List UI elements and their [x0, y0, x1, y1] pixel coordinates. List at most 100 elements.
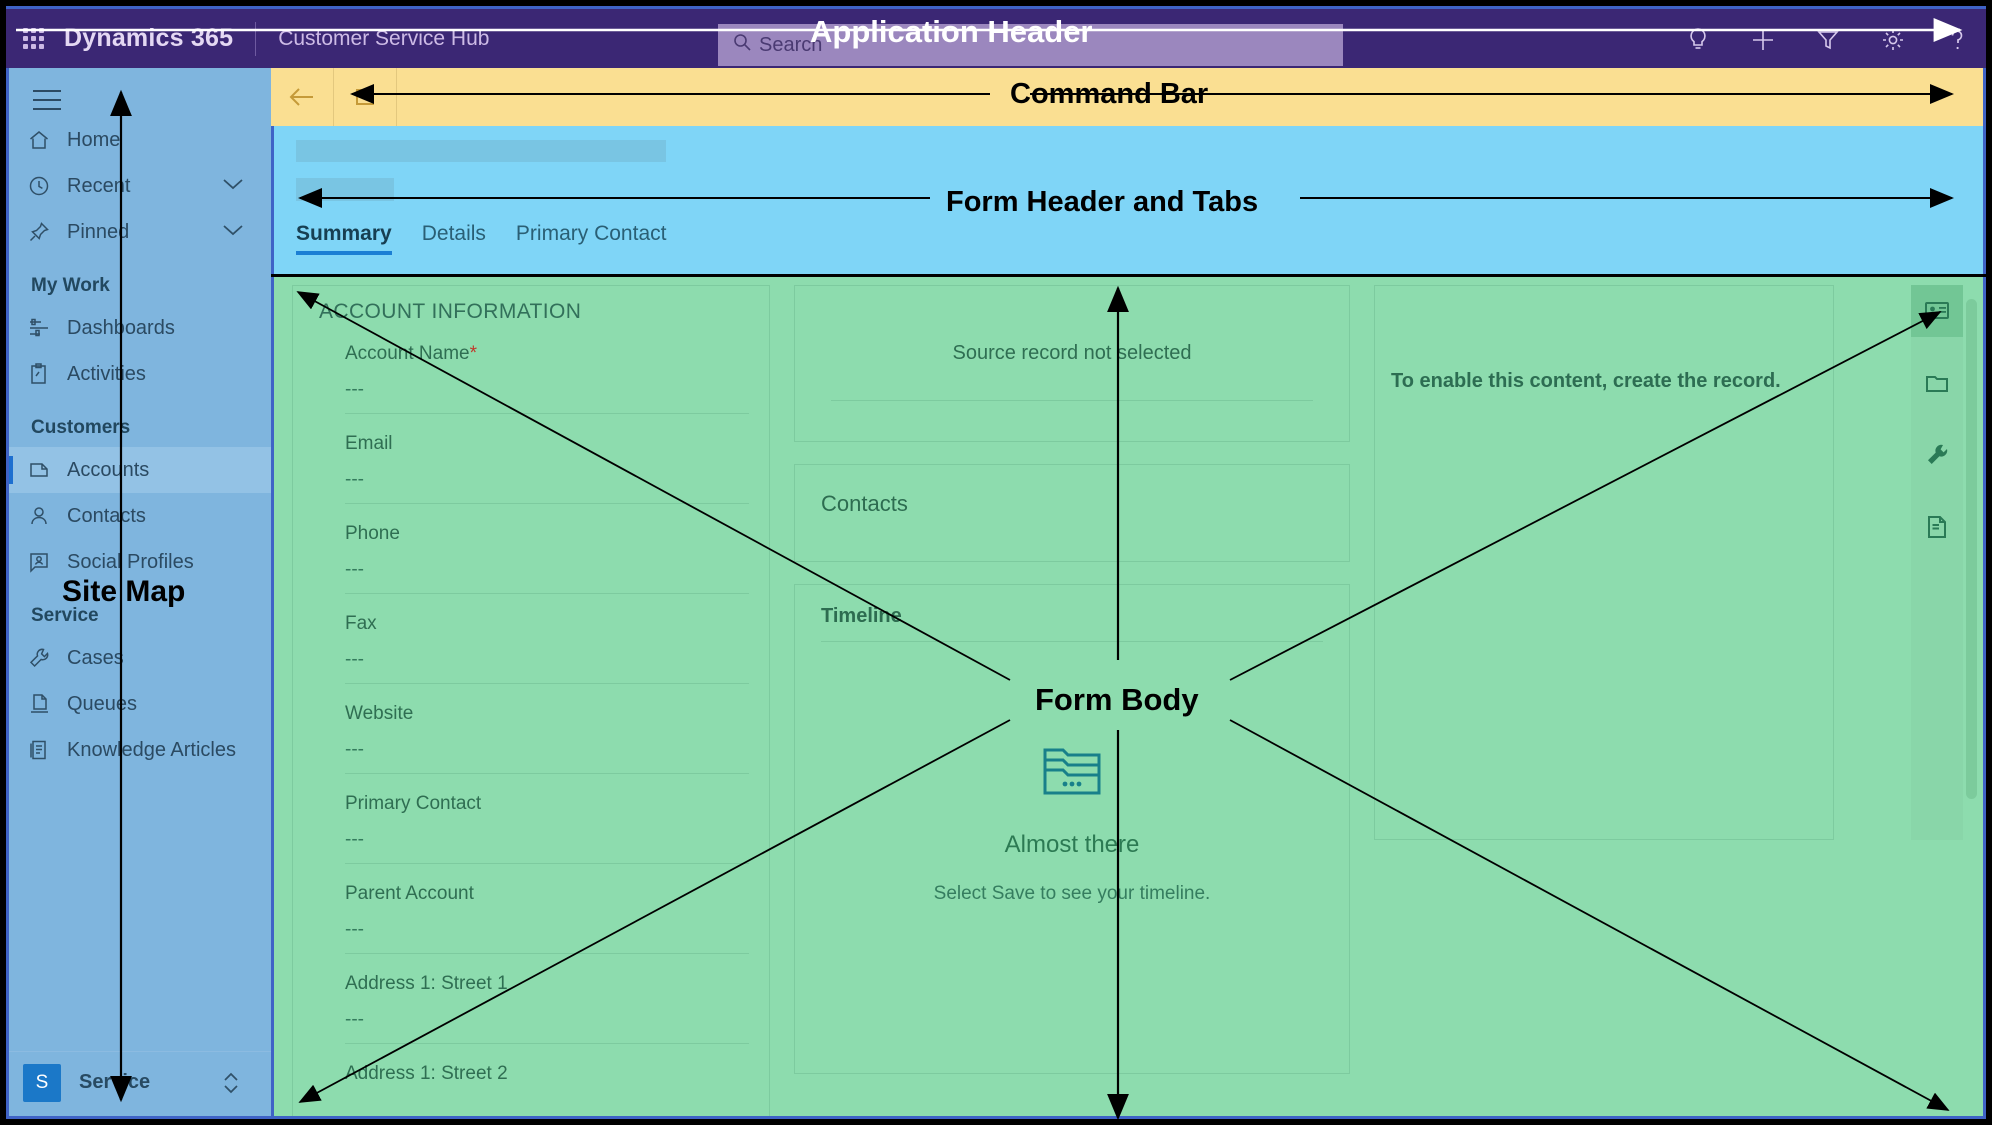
up-down-icon[interactable]: [221, 1070, 241, 1096]
home-icon: [27, 128, 61, 152]
activities-icon: [27, 362, 61, 386]
tab-primary-contact[interactable]: Primary Contact: [515, 222, 667, 245]
record-title-placeholder: [296, 140, 666, 162]
field-value: ---: [345, 739, 364, 760]
pin-icon: [27, 220, 61, 244]
sidebar-item-label: Contacts: [67, 504, 146, 527]
timeline-empty-state: Almost there Select Save to see your tim…: [795, 628, 1349, 905]
document-icon[interactable]: [1911, 501, 1963, 553]
field-address1-street2[interactable]: Address 1: Street 2: [293, 1044, 769, 1085]
source-record-message: Source record not selected: [952, 342, 1192, 364]
help-icon[interactable]: [1946, 27, 1968, 53]
section-title: ACCOUNT INFORMATION: [319, 300, 582, 323]
field-primary-contact[interactable]: Primary Contact ---: [293, 774, 769, 864]
field-phone[interactable]: Phone ---: [293, 504, 769, 594]
form-middle-column: Source record not selected Contacts Time…: [794, 285, 1350, 1096]
sidebar-item-label: Accounts: [67, 458, 150, 481]
field-label: Primary Contact: [345, 793, 482, 814]
contacts-card: Contacts: [794, 464, 1350, 562]
filter-icon[interactable]: [1816, 27, 1840, 53]
command-bar-divider: [333, 68, 334, 126]
lightbulb-icon[interactable]: [1686, 27, 1710, 53]
tab-summary[interactable]: Summary: [296, 222, 392, 255]
sidebar-item-activities[interactable]: Activities: [9, 351, 271, 397]
form-body: ACCOUNT INFORMATION Account Name* --- Em…: [271, 277, 1986, 1119]
plus-icon[interactable]: [1750, 27, 1776, 53]
empty-state-subtitle: Select Save to see your timeline.: [933, 883, 1211, 904]
empty-state-title: Almost there: [1004, 831, 1140, 858]
field-parent-account[interactable]: Parent Account ---: [293, 864, 769, 954]
field-value: ---: [345, 829, 364, 850]
sidebar-item-social-profiles[interactable]: Social Profiles: [9, 539, 271, 585]
sidebar-footer-label: Service: [79, 1071, 151, 1093]
sidebar-item-label: Dashboards: [67, 316, 175, 339]
record-subtitle-placeholder: [296, 178, 394, 201]
field-label: Address 1: Street 1: [345, 973, 508, 994]
sidebar-item-home[interactable]: Home: [9, 117, 271, 163]
clock-icon: [27, 174, 61, 198]
accounts-icon: [27, 458, 61, 482]
sidebar-item-dashboards[interactable]: Dashboards: [9, 305, 271, 351]
search-placeholder: Search: [759, 33, 823, 56]
vertical-scrollbar[interactable]: [1966, 299, 1977, 799]
back-arrow-icon[interactable]: [271, 68, 333, 126]
sidebar-item-label: Social Profiles: [67, 550, 194, 573]
wrench-icon[interactable]: [1911, 429, 1963, 481]
folder-icon[interactable]: [1911, 357, 1963, 409]
related-content-panel: To enable this content, create the recor…: [1374, 285, 1834, 840]
menu-icon[interactable]: [33, 90, 61, 110]
waffle-grid-icon[interactable]: [6, 8, 60, 70]
field-value: ---: [345, 919, 364, 940]
search-input[interactable]: Search: [718, 24, 1343, 66]
sidebar-app-switcher[interactable]: S Service: [9, 1051, 271, 1113]
sidebar-group-service: Service: [31, 605, 99, 626]
form-header-and-tabs: Summary Details Primary Contact: [271, 126, 1986, 274]
site-map-sidebar: Home Recent Pinned My Wo: [6, 68, 271, 1119]
contact-card-icon[interactable]: [1911, 285, 1963, 337]
sidebar-item-label: Knowledge Articles: [67, 738, 236, 761]
sidebar-item-pinned[interactable]: Pinned: [9, 209, 271, 255]
social-profile-icon: [27, 550, 61, 574]
field-address1-street1[interactable]: Address 1: Street 1 ---: [293, 954, 769, 1044]
form-icon-rail: [1911, 285, 1963, 840]
sidebar-item-label: Recent: [67, 174, 131, 197]
field-website[interactable]: Website ---: [293, 684, 769, 774]
dashboard-icon: [27, 316, 61, 340]
sidebar-group-customers: Customers: [31, 417, 131, 438]
field-label: Website: [345, 703, 414, 724]
field-label: Email: [345, 433, 393, 454]
folder-ellipsis-icon: [1041, 740, 1103, 803]
field-value: ---: [345, 559, 364, 580]
sidebar-item-knowledge-articles[interactable]: Knowledge Articles: [9, 727, 271, 773]
sidebar-item-cases[interactable]: Cases: [9, 635, 271, 681]
command-bar-divider: [396, 68, 397, 126]
application-header: Dynamics 365 Customer Service Hub Search: [6, 6, 1986, 68]
wrench-icon: [27, 646, 61, 670]
contacts-card-title: Contacts: [821, 491, 908, 516]
sidebar-item-accounts[interactable]: Accounts: [9, 447, 271, 493]
command-bar: [271, 68, 1986, 126]
app-name-label: Customer Service Hub: [278, 26, 490, 50]
save-icon[interactable]: [334, 68, 396, 126]
sidebar-group-my-work: My Work: [31, 275, 110, 296]
field-account-name[interactable]: Account Name* ---: [293, 324, 769, 414]
chevron-down-icon[interactable]: [221, 221, 245, 243]
field-email[interactable]: Email ---: [293, 414, 769, 504]
sidebar-item-queues[interactable]: Queues: [9, 681, 271, 727]
source-record-card: Source record not selected: [794, 285, 1350, 442]
related-content-message: To enable this content, create the recor…: [1391, 370, 1781, 392]
field-fax[interactable]: Fax ---: [293, 594, 769, 684]
account-information-section: ACCOUNT INFORMATION Account Name* --- Em…: [292, 285, 770, 1116]
sidebar-item-label: Home: [67, 128, 121, 151]
chevron-down-icon[interactable]: [221, 175, 245, 197]
tab-details[interactable]: Details: [421, 222, 486, 245]
field-label: Phone: [345, 523, 400, 544]
contact-icon: [27, 504, 61, 528]
gear-icon[interactable]: [1880, 27, 1906, 53]
brand-title: Dynamics 365: [64, 24, 234, 52]
avatar: S: [23, 1063, 61, 1102]
sidebar-item-recent[interactable]: Recent: [9, 163, 271, 209]
field-value: ---: [345, 649, 364, 670]
sidebar-item-contacts[interactable]: Contacts: [9, 493, 271, 539]
